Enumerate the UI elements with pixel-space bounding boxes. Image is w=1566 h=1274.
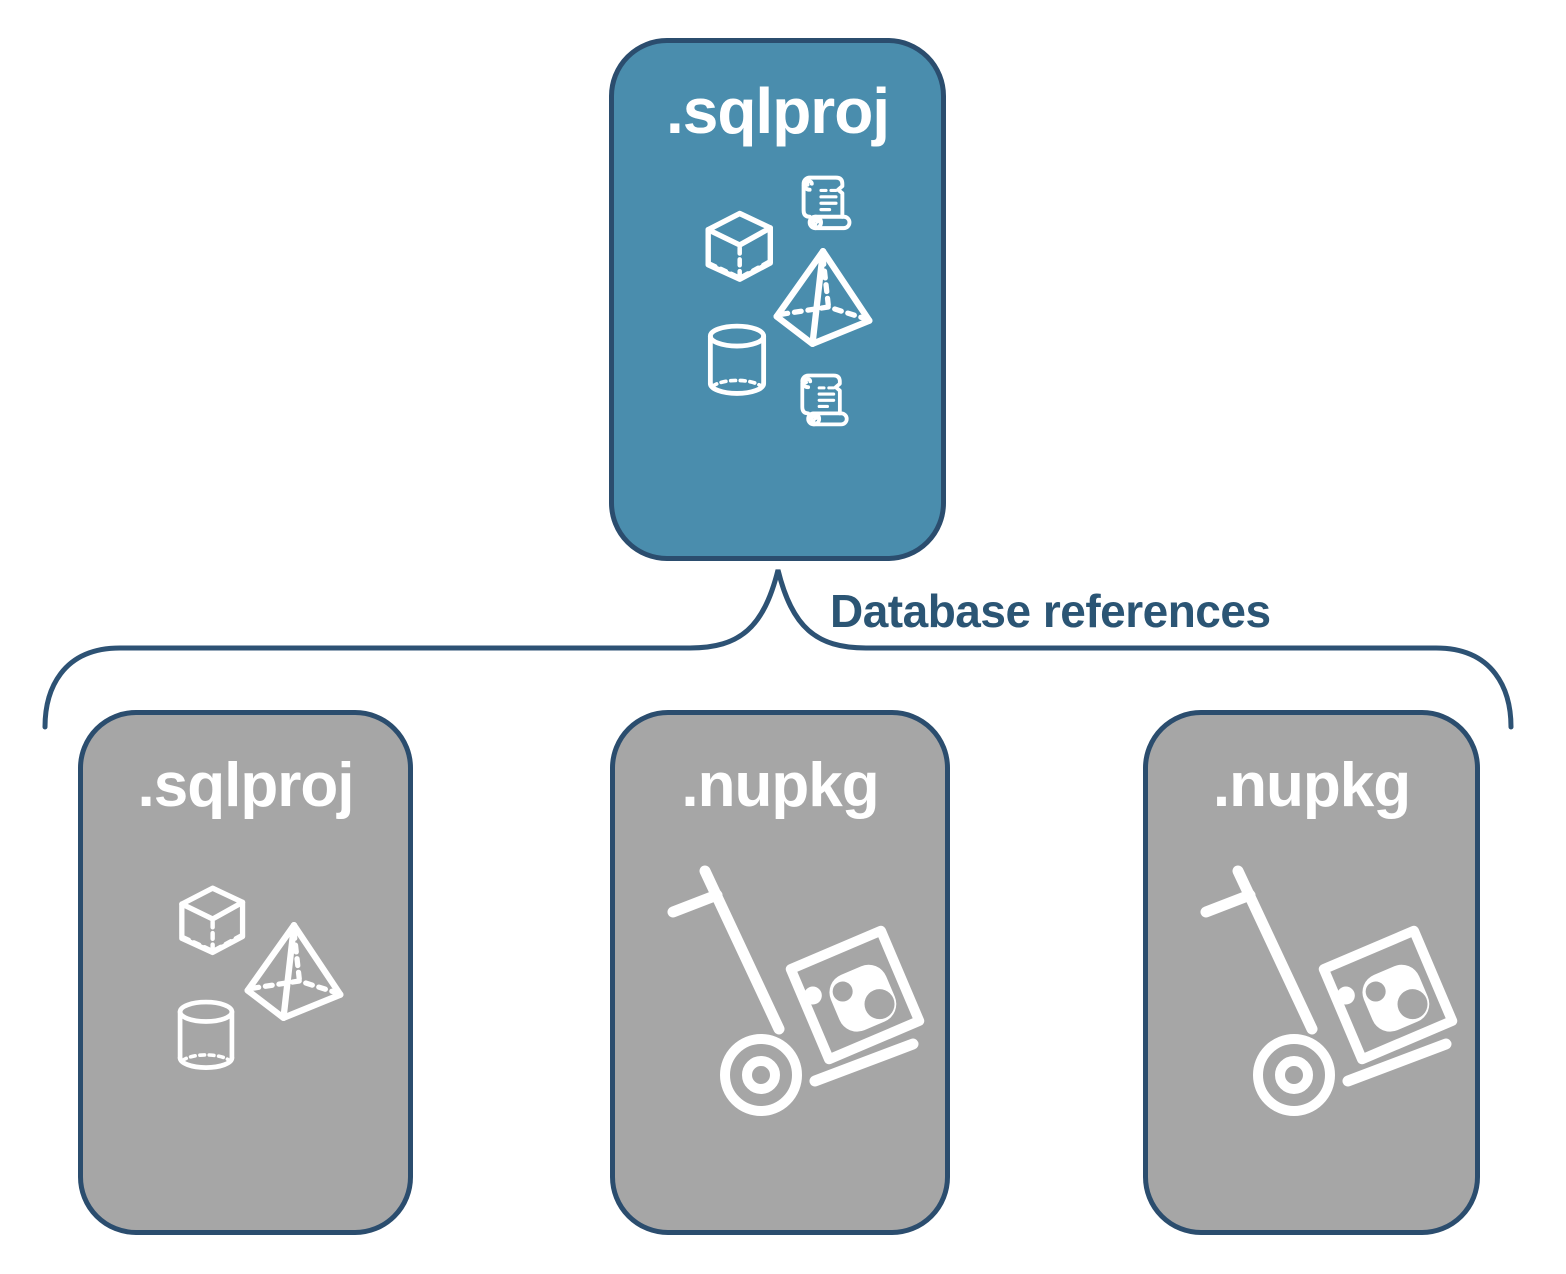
scroll-icon <box>794 171 858 239</box>
sqlproj-child-box: .sqlproj <box>78 710 413 1235</box>
database-references-label: Database references <box>830 585 1271 637</box>
nupkg-child-box-2: .nupkg <box>1143 710 1480 1235</box>
pyramid-icon <box>767 247 879 347</box>
scroll-icon <box>793 369 855 435</box>
cylinder-icon <box>700 319 774 405</box>
cylinder-icon <box>170 993 242 1081</box>
box-title: .nupkg <box>1212 751 1411 820</box>
nupkg-child-box-1: .nupkg <box>610 710 950 1235</box>
box-title: .sqlproj <box>137 751 355 820</box>
cube-icon <box>692 199 782 291</box>
hand-truck-package-icon <box>663 857 935 1157</box>
parent-box-title: .sqlproj <box>665 75 890 147</box>
cube-icon <box>166 874 254 964</box>
hand-truck-package-icon <box>1196 857 1468 1157</box>
pyramid-icon <box>241 921 347 1021</box>
box-title: .nupkg <box>681 751 879 820</box>
sqlproj-parent-box: .sqlproj <box>609 38 946 561</box>
